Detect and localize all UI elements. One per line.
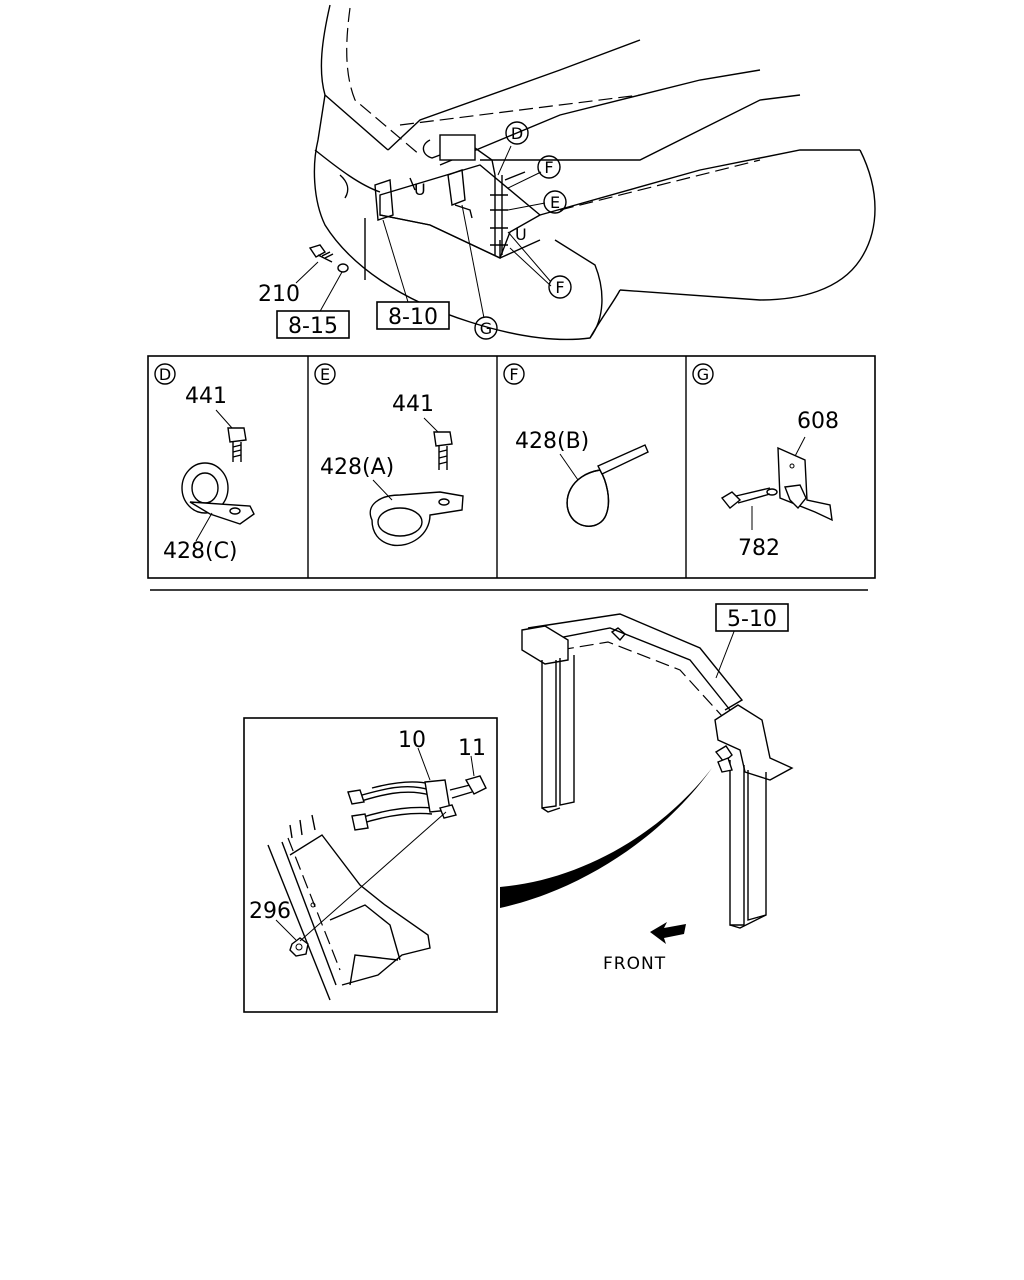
bolt-441-e-icon	[433, 431, 453, 470]
detail-cell-f: F 428(B)	[503, 363, 649, 527]
detail-cell-g: G 608 782	[692, 363, 839, 561]
cab-frame-illustration	[500, 613, 794, 929]
bracket-608-icon	[766, 446, 833, 522]
part-label-608: 608	[797, 409, 839, 434]
callout-f-top-1: F	[537, 155, 561, 179]
svg-text:E: E	[550, 193, 560, 212]
connector-10-icon	[347, 779, 457, 831]
callout-f-top-2: F	[548, 275, 572, 299]
detail-cell-e: E 441 428(A)	[314, 363, 464, 547]
part-label-11: 11	[458, 736, 486, 761]
svg-text:F: F	[509, 365, 518, 384]
bolt-210-icon	[308, 244, 349, 273]
svg-text:G: G	[697, 365, 709, 384]
svg-text:E: E	[320, 365, 330, 384]
svg-text:U: U	[414, 180, 426, 199]
callout-d-top: D	[505, 121, 529, 145]
reference-box-5-10: 5-10	[715, 603, 789, 632]
part-label-441-d: 441	[185, 384, 227, 409]
nut-296-icon	[289, 937, 309, 957]
bolt-11-icon	[449, 775, 487, 799]
svg-text:5-10: 5-10	[727, 607, 777, 632]
svg-text:U: U	[515, 225, 527, 244]
part-label-296: 296	[249, 899, 291, 924]
detail-panel	[147, 355, 876, 579]
svg-text:F: F	[544, 158, 553, 177]
svg-text:8-10: 8-10	[388, 305, 438, 330]
svg-text:F: F	[555, 278, 564, 297]
reference-box-8-10: 8-10	[376, 301, 450, 330]
front-label: FRONT	[603, 954, 666, 974]
front-direction-arrow-icon	[650, 922, 686, 944]
callout-g-top: G	[474, 316, 498, 340]
part-label-441-e: 441	[392, 392, 434, 417]
bolt-782-icon	[720, 487, 771, 509]
vehicle-rear-illustration: U U	[295, 4, 876, 341]
part-label-428c: 428(C)	[163, 539, 238, 564]
callout-e-top: E	[543, 190, 567, 214]
svg-text:8-15: 8-15	[288, 314, 338, 339]
harness-detail-inset: 10 11 296	[243, 717, 498, 1013]
clamp-428a-icon	[369, 491, 464, 547]
clip-428c-icon	[181, 462, 255, 525]
reference-box-8-15: 8-15	[276, 310, 350, 339]
part-label-428b: 428(B)	[515, 429, 589, 454]
detail-cell-d: D 441 428(C)	[154, 363, 255, 564]
svg-text:D: D	[159, 365, 171, 384]
part-label-782: 782	[738, 536, 780, 561]
bolt-441-icon	[227, 427, 247, 462]
part-label-428a: 428(A)	[320, 455, 394, 480]
cable-tie-428b-icon	[566, 444, 649, 527]
part-label-210: 210	[258, 282, 300, 307]
part-label-10: 10	[398, 728, 426, 753]
svg-text:D: D	[511, 124, 523, 143]
svg-text:G: G	[480, 319, 492, 338]
